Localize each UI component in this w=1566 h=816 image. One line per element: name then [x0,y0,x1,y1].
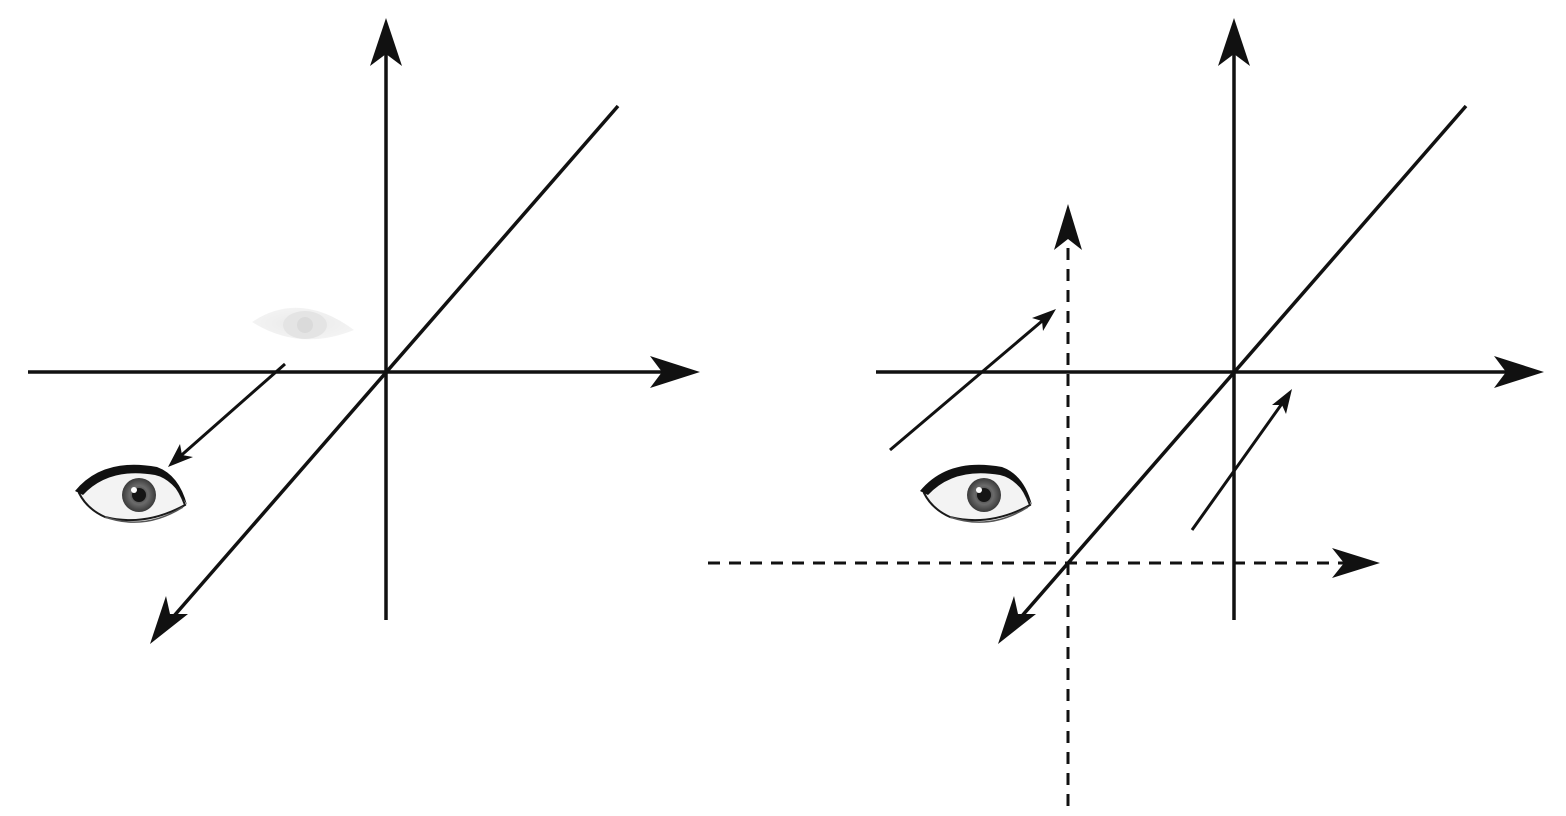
eye-icon [75,464,187,523]
faded-eye-icon [252,307,354,340]
left-y-axis-arrow [370,18,402,620]
eye-icon [920,464,1032,523]
left-z-axis-arrow [150,104,620,644]
right-x-axis-arrow [876,356,1544,388]
right-y-axis-arrow [1218,18,1250,620]
left-view-direction-arrow [168,362,286,467]
right-z-axis-arrow [998,104,1468,644]
right-shift-arrow-upper [889,309,1056,452]
right-shift-arrow-lower [1190,389,1292,531]
right-dashed-x-axis-arrow [708,548,1380,578]
left-panel [28,18,700,644]
left-x-axis-arrow [28,356,700,388]
right-dashed-y-axis-arrow [1054,204,1082,806]
right-panel [708,18,1544,806]
